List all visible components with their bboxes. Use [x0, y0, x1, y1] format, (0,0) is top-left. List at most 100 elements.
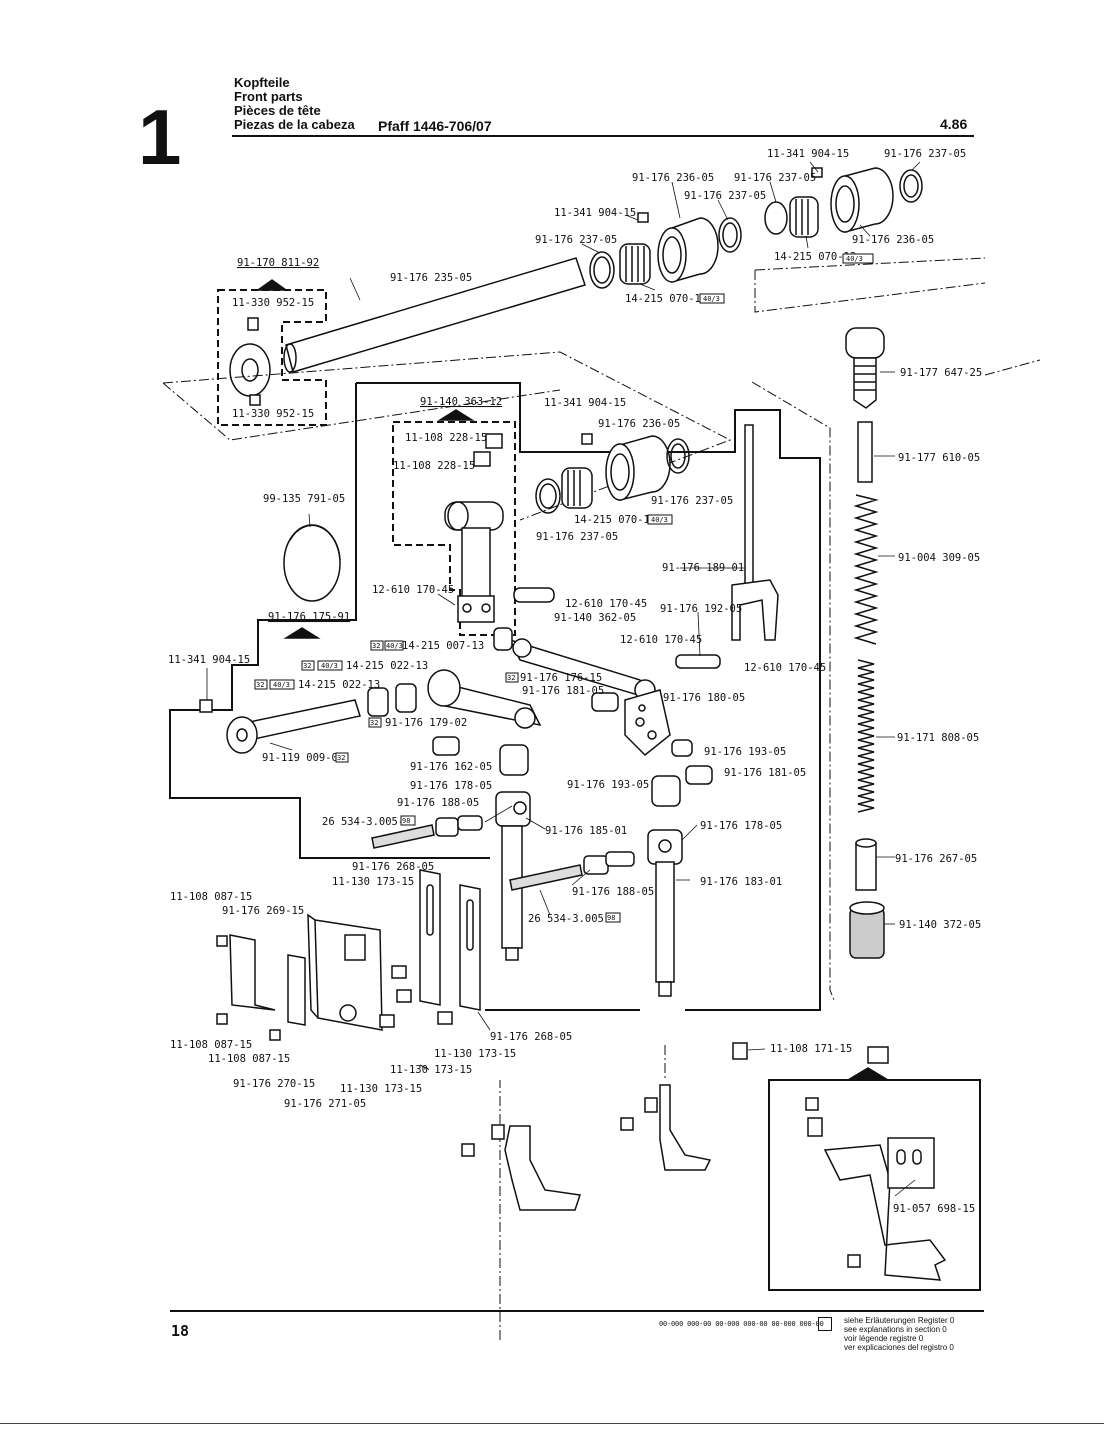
needle-bearing — [619, 243, 651, 285]
box-tag: 32 — [372, 642, 380, 650]
title-es: Piezas de la cabeza — [234, 117, 355, 132]
part-label: 11-108 228-15 — [393, 460, 475, 472]
part-label: 91-004 309-05 — [898, 552, 980, 564]
box-tag: 40/3 — [386, 642, 403, 650]
part-label: 91-176 162-05 — [410, 761, 492, 773]
group-box-collar — [217, 289, 327, 426]
part-label: 91-176 189-01 — [662, 562, 744, 574]
frame-outline — [169, 383, 490, 859]
legend-es: ver explicaciones del registro 0 — [844, 1343, 954, 1352]
part-label: 14-215 022-13 — [298, 679, 380, 691]
part-label: 91-140 363-12 — [420, 396, 502, 408]
part-label: 11-341 904-15 — [554, 207, 636, 219]
needle-bar-rod — [744, 424, 754, 586]
compression-spring-upper — [853, 494, 879, 645]
part-label: 91-176 236-05 — [852, 234, 934, 246]
part-label: 91-176 178-05 — [700, 820, 782, 832]
part-label: 91-176 181-05 — [724, 767, 806, 779]
part-label: 11-341 904-15 — [168, 654, 250, 666]
title-fr: Pièces de tête — [234, 103, 321, 118]
box-tag: 40/3 — [321, 662, 338, 670]
part-label: 91-176 270-15 — [233, 1078, 315, 1090]
part-label: 91-177 647-25 — [900, 367, 982, 379]
part-label: 91-057 698-15 — [893, 1203, 975, 1215]
part-label: 12-610 170-45 — [744, 662, 826, 674]
part-label: 91-176 237-05 — [535, 234, 617, 246]
part-label: 14-215 070-13 — [774, 251, 856, 263]
part-labels: 11-341 904-15 91-176 237-05 91-176 236-0… — [168, 148, 982, 1215]
box-tag: 32 — [303, 662, 311, 670]
footer-rule — [170, 1310, 984, 1312]
box-tags: 40/3 40/3 40/3 32 40/3 32 40/3 32 40/3 3… — [254, 253, 874, 923]
part-label: 11-108 171-15 — [770, 1043, 852, 1055]
box-tag: 40/3 — [651, 516, 668, 524]
knurled-spring-upper — [371, 824, 435, 849]
screw-head — [845, 327, 885, 359]
box-tag: 40/3 — [273, 681, 290, 689]
part-label: 14-215 070-13 — [574, 514, 656, 526]
pressure-pin — [857, 421, 873, 483]
part-label: 91-176 192-05 — [660, 603, 742, 615]
part-label: 91-176 237-05 — [884, 148, 966, 160]
legend-square-icon — [818, 1317, 832, 1331]
part-label: 91-176 193-05 — [704, 746, 786, 758]
arm-shaft — [285, 257, 586, 373]
part-label: 11-130 173-15 — [332, 876, 414, 888]
page-titles: Kopfteile Front parts Pièces de tête Pie… — [234, 76, 355, 132]
part-label: 91-176 271-05 — [284, 1098, 366, 1110]
part-label: 11-130 173-15 — [340, 1083, 422, 1095]
part-label: 91-176 236-05 — [598, 418, 680, 430]
edition-date: 4.86 — [940, 116, 968, 132]
part-label: 11-330 952-15 — [232, 408, 314, 420]
part-label: 11-330 952-15 — [232, 297, 314, 309]
part-label: 91-176 269-15 — [222, 905, 304, 917]
group-box-crank — [392, 421, 516, 636]
part-label: 26 534-3.005-0 — [528, 913, 617, 925]
part-label: 12-610 170-45 — [565, 598, 647, 610]
scan-edge-line — [0, 1423, 1104, 1424]
box-tag: 32 — [507, 674, 515, 682]
part-label: 12-610 170-45 — [620, 634, 702, 646]
part-label: 91-176 178-05 — [410, 780, 492, 792]
part-label: 91-176 181-05 — [522, 685, 604, 697]
title-de: Kopfteile — [234, 75, 290, 90]
presser-foot-right — [659, 1084, 712, 1171]
part-label: 91-176 180-05 — [663, 692, 745, 704]
footer-legend: siehe Erläuterungen Register 0 see expla… — [844, 1316, 954, 1352]
part-label: 91-176 188-05 — [572, 886, 654, 898]
title-en: Front parts — [234, 89, 303, 104]
part-label: 11-108 087-15 — [170, 891, 252, 903]
knurled-spring-lower — [509, 864, 583, 891]
part-label: 11-108 228-15 — [405, 432, 487, 444]
part-label: 11-341 904-15 — [544, 397, 626, 409]
box-tag: 32 — [256, 681, 264, 689]
legend-fr: voir légende registre 0 — [844, 1334, 924, 1343]
slotted-plate-left — [419, 869, 441, 1006]
part-label: 91-177 610-05 — [898, 452, 980, 464]
part-label: 91-176 185-01 — [545, 825, 627, 837]
part-label: 91-176 237-05 — [734, 172, 816, 184]
part-label: 91-176 183-01 — [700, 876, 782, 888]
part-label: 11-130 173-15 — [390, 1064, 472, 1076]
part-label: 91-176 188-05 — [397, 797, 479, 809]
part-label: 91-176 237-05 — [684, 190, 766, 202]
legend-de: siehe Erläuterungen Register 0 — [844, 1316, 955, 1325]
part-label: 91-176 267-05 — [895, 853, 977, 865]
part-label: 14-215 007-13 — [402, 640, 484, 652]
section-number: 1 — [138, 93, 182, 181]
box-tag: 98 — [607, 914, 615, 922]
part-label: 11-108 087-15 — [208, 1053, 290, 1065]
page-number: 18 — [171, 1322, 190, 1340]
part-label: 91-171 808-05 — [897, 732, 979, 744]
legend-en: see explanations in section 0 — [844, 1325, 947, 1334]
box-tag: 40/3 — [703, 295, 720, 303]
option-box-frame — [768, 1079, 981, 1291]
box-tag: 32 — [370, 719, 378, 727]
part-label: 91-140 362-05 — [554, 612, 636, 624]
part-label: 91-176 236-05 — [632, 172, 714, 184]
part-label: 91-176 179-02 — [385, 717, 467, 729]
presser-foot-left — [504, 1125, 581, 1211]
footer-codes: 00-000 000-00 00-000 000-00 00-000 000-0… — [659, 1320, 824, 1328]
part-label: 14-215 022-13 — [346, 660, 428, 672]
